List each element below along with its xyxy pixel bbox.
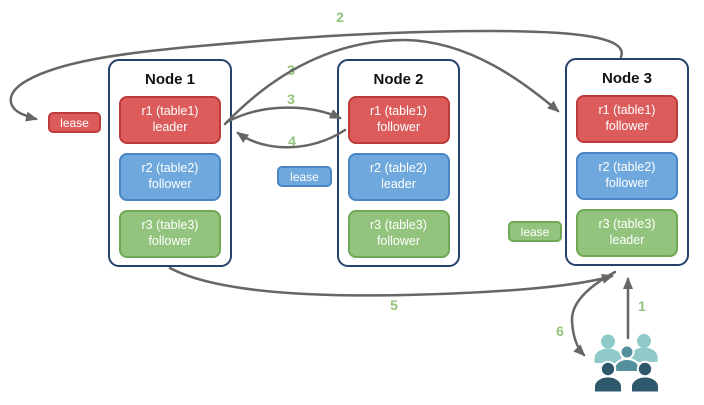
- arrow-step-6: [570, 270, 617, 357]
- replica-role: follower: [148, 234, 192, 248]
- replica-role: leader: [152, 120, 188, 134]
- node-3-container: Node 3 r1 (table1) follower r2 (table2) …: [565, 58, 689, 266]
- replica-label: r2 (table2): [598, 160, 656, 175]
- node-2-title: Node 2: [373, 71, 424, 88]
- replica-role: follower: [376, 120, 421, 134]
- arrow-step-5: [168, 266, 614, 297]
- replica-label: r1 (table1): [370, 104, 427, 119]
- node-3-replica-r1: r1 (table1) follower: [576, 95, 678, 143]
- replica-label: r1 (table1): [598, 103, 656, 118]
- step-label-1: 1: [638, 298, 646, 314]
- node-2-replica-r1: r1 (table1) follower: [347, 96, 450, 144]
- replica-role: leader: [609, 233, 645, 247]
- node-1-replica-r2: r2 (table2) follower: [119, 153, 221, 201]
- replica-role: follower: [605, 119, 649, 133]
- node-1-replica-r1: r1 (table1) leader: [119, 96, 221, 144]
- node-3-replica-r3: r3 (table3) leader: [576, 209, 678, 257]
- replica-label: r1 (table1): [141, 104, 199, 119]
- node-1-title: Node 1: [144, 71, 195, 88]
- step-label-5: 5: [390, 297, 398, 313]
- arrow-step-2: [9, 29, 623, 122]
- replica-label: r3 (table3): [598, 217, 656, 232]
- node-2-replica-r2: r2 (table2) leader: [347, 153, 450, 201]
- replica-label: r3 (table3): [141, 218, 199, 233]
- arrow-step-3-to-node2: [225, 106, 342, 124]
- node-1-container: Node 1 r1 (table1) leader r2 (table2) fo…: [108, 59, 232, 267]
- replica-role: follower: [605, 176, 649, 190]
- replica-role: follower: [376, 234, 421, 248]
- lease-badge-blue: lease: [277, 166, 332, 187]
- lease-badge-red: lease: [48, 112, 101, 133]
- replica-label: r2 (table2): [370, 161, 427, 176]
- node-3-title: Node 3: [601, 70, 652, 87]
- users-group-icon: [593, 334, 660, 394]
- step-label-6: 6: [556, 323, 564, 339]
- node-3-replica-r2: r2 (table2) follower: [576, 152, 678, 200]
- step-label-3b: 3: [287, 91, 295, 107]
- replica-role: leader: [381, 177, 416, 191]
- step-label-3a: 3: [287, 62, 295, 78]
- replica-label: r2 (table2): [141, 161, 199, 176]
- lease-badge-green: lease: [508, 221, 562, 242]
- replica-label: r3 (table3): [370, 218, 427, 233]
- step-label-2: 2: [336, 9, 344, 25]
- node-2-replica-r3: r3 (table3) follower: [347, 210, 450, 258]
- node-2-container: Node 2 r1 (table1) follower r2 (table2) …: [337, 59, 460, 267]
- node-1-replica-r3: r3 (table3) follower: [119, 210, 221, 258]
- replica-role: follower: [148, 177, 192, 191]
- step-label-4: 4: [288, 133, 296, 149]
